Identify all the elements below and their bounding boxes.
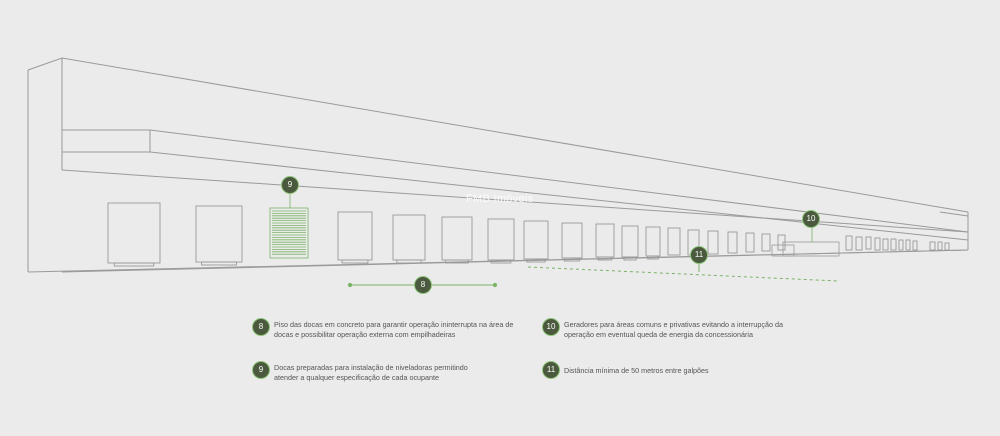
canopy-top — [62, 129, 969, 233]
legend-9-badge: 9 — [252, 361, 270, 379]
dock-door — [621, 225, 639, 258]
dock-door — [905, 239, 911, 251]
dock-door — [337, 211, 373, 261]
dock-door — [645, 226, 661, 257]
dock-door — [944, 242, 950, 251]
dock-door — [487, 218, 515, 261]
marker-8-badge: 8 — [414, 276, 432, 294]
dock-door — [667, 227, 681, 256]
dock-bumper — [563, 257, 581, 262]
right-end-line — [939, 211, 969, 217]
dock-bumper — [445, 259, 469, 264]
dock-door — [929, 241, 936, 251]
dock-door — [874, 237, 881, 251]
dock-bumper — [597, 256, 613, 261]
dock-door — [777, 234, 786, 251]
dock-door — [745, 232, 755, 253]
distance-dimension — [527, 262, 839, 282]
dock-door — [195, 205, 243, 263]
dock-door — [937, 241, 943, 251]
legend-10-badge: 10 — [542, 318, 560, 336]
dock-door — [707, 230, 719, 255]
dock-door — [441, 216, 473, 261]
dock-door — [761, 233, 771, 252]
marker-10-badge: 10 — [802, 210, 820, 228]
marker-9-badge: 9 — [281, 176, 299, 194]
roof-outline — [27, 57, 969, 213]
dock-bumper — [526, 258, 546, 263]
dock-door — [561, 222, 583, 259]
generator-block — [771, 226, 840, 257]
legend-11-text: Distância mínima de 50 metros entre galp… — [564, 366, 709, 375]
dock-door — [595, 223, 615, 258]
dock-bumper — [341, 259, 369, 264]
dock-door — [523, 220, 549, 260]
dock-bumper — [647, 255, 659, 260]
dock-door — [727, 231, 738, 254]
dock-door — [845, 235, 853, 251]
canopy-bottom — [62, 151, 969, 241]
dock-door — [912, 240, 918, 251]
watermark-text: FMB Imóveis — [466, 193, 534, 205]
dock-leveler-highlight — [269, 207, 309, 259]
dock-bumper — [490, 259, 512, 264]
dock-door — [855, 236, 863, 251]
dock-bumper — [396, 259, 422, 264]
dock-door — [392, 214, 426, 261]
dock-door — [898, 239, 904, 251]
legend-8-badge: 8 — [252, 318, 270, 336]
dock-bumper — [623, 256, 637, 261]
dock-door — [107, 202, 161, 264]
dock-bumper — [201, 261, 237, 266]
dock-door — [882, 238, 889, 251]
legend-11-badge: 11 — [542, 361, 560, 379]
dock-door — [865, 236, 872, 250]
dock-door — [890, 238, 897, 251]
legend-9-text: Docas preparadas para instalação de nive… — [274, 363, 468, 382]
dock-bumper — [113, 262, 155, 267]
marker-11-badge: 11 — [690, 246, 708, 264]
legend-10-text: Geradores para áreas comuns e privativas… — [564, 320, 783, 339]
legend-8-text: Piso das docas em concreto para garantir… — [274, 320, 514, 339]
facade-base — [61, 249, 969, 273]
